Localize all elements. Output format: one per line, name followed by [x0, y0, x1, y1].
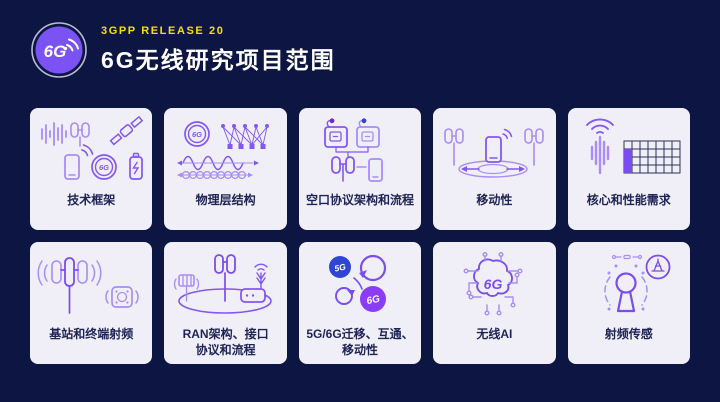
topics-grid: 6G 技术框架 6G: [30, 108, 690, 364]
header: 6G 3GPP RELEASE 20 6G无线研究项目范围: [30, 21, 336, 79]
card-label: 无线AI: [476, 327, 513, 341]
card-physical-layer: 6G: [164, 108, 287, 230]
rf-sensing-icon: [604, 254, 671, 313]
card-label: 空口协议架构和流程: [305, 193, 414, 207]
card-bs-terminal-rf: 基站和终端射频: [30, 242, 153, 364]
card-ran-architecture: RAN架构、接口 协议和流程: [164, 242, 287, 364]
svg-text:6G: 6G: [44, 42, 67, 61]
mobility-icon: [444, 128, 545, 178]
card-label: 5G/6G迁移、互通、 移动性: [306, 327, 414, 358]
card-label: RAN架构、接口 协议和流程: [182, 327, 269, 358]
card-label: 射频传感: [604, 327, 653, 341]
svg-text:6G: 6G: [99, 163, 109, 172]
release-eyebrow: 3GPP RELEASE 20: [101, 25, 225, 37]
ran-architecture-icon: [173, 254, 272, 314]
tech-framework-icon: 6G: [41, 115, 144, 180]
physical-layer-icon: 6G: [176, 121, 269, 180]
card-tech-framework: 6G 技术框架: [30, 108, 153, 230]
header-text: 3GPP RELEASE 20 6G无线研究项目范围: [101, 25, 336, 75]
wireless-ai-icon: 6G: [463, 252, 523, 316]
card-mobility: 移动性: [433, 108, 556, 230]
bs-terminal-rf-icon: [37, 257, 139, 314]
migration-interworking-icon: 5G 6G: [328, 254, 387, 312]
card-core-performance: 核心和性能需求: [567, 108, 690, 230]
svg-text:6G: 6G: [366, 294, 382, 308]
card-label: 物理层结构: [195, 193, 256, 207]
card-rf-sensing: 射频传感: [567, 242, 690, 364]
6g-logo-icon: 6G: [31, 22, 87, 78]
card-wireless-ai: 6G 无线AI: [433, 242, 556, 364]
card-label: 核心和性能需求: [586, 193, 671, 207]
card-label: 基站和终端射频: [49, 327, 134, 341]
svg-text:6G: 6G: [192, 130, 202, 139]
card-label: 移动性: [476, 193, 513, 207]
svg-text:5G: 5G: [334, 261, 348, 273]
svg-text:6G: 6G: [484, 276, 503, 292]
air-interface-protocol-icon: [324, 118, 383, 182]
card-label: 技术框架: [67, 193, 116, 207]
core-performance-icon: [585, 118, 681, 175]
card-air-interface-protocol: 空口协议架构和流程: [298, 108, 422, 230]
page-title: 6G无线研究项目范围: [101, 47, 336, 73]
card-migration-interworking: 5G 6G 5G/6G迁移、互通、 移动性: [298, 242, 422, 364]
